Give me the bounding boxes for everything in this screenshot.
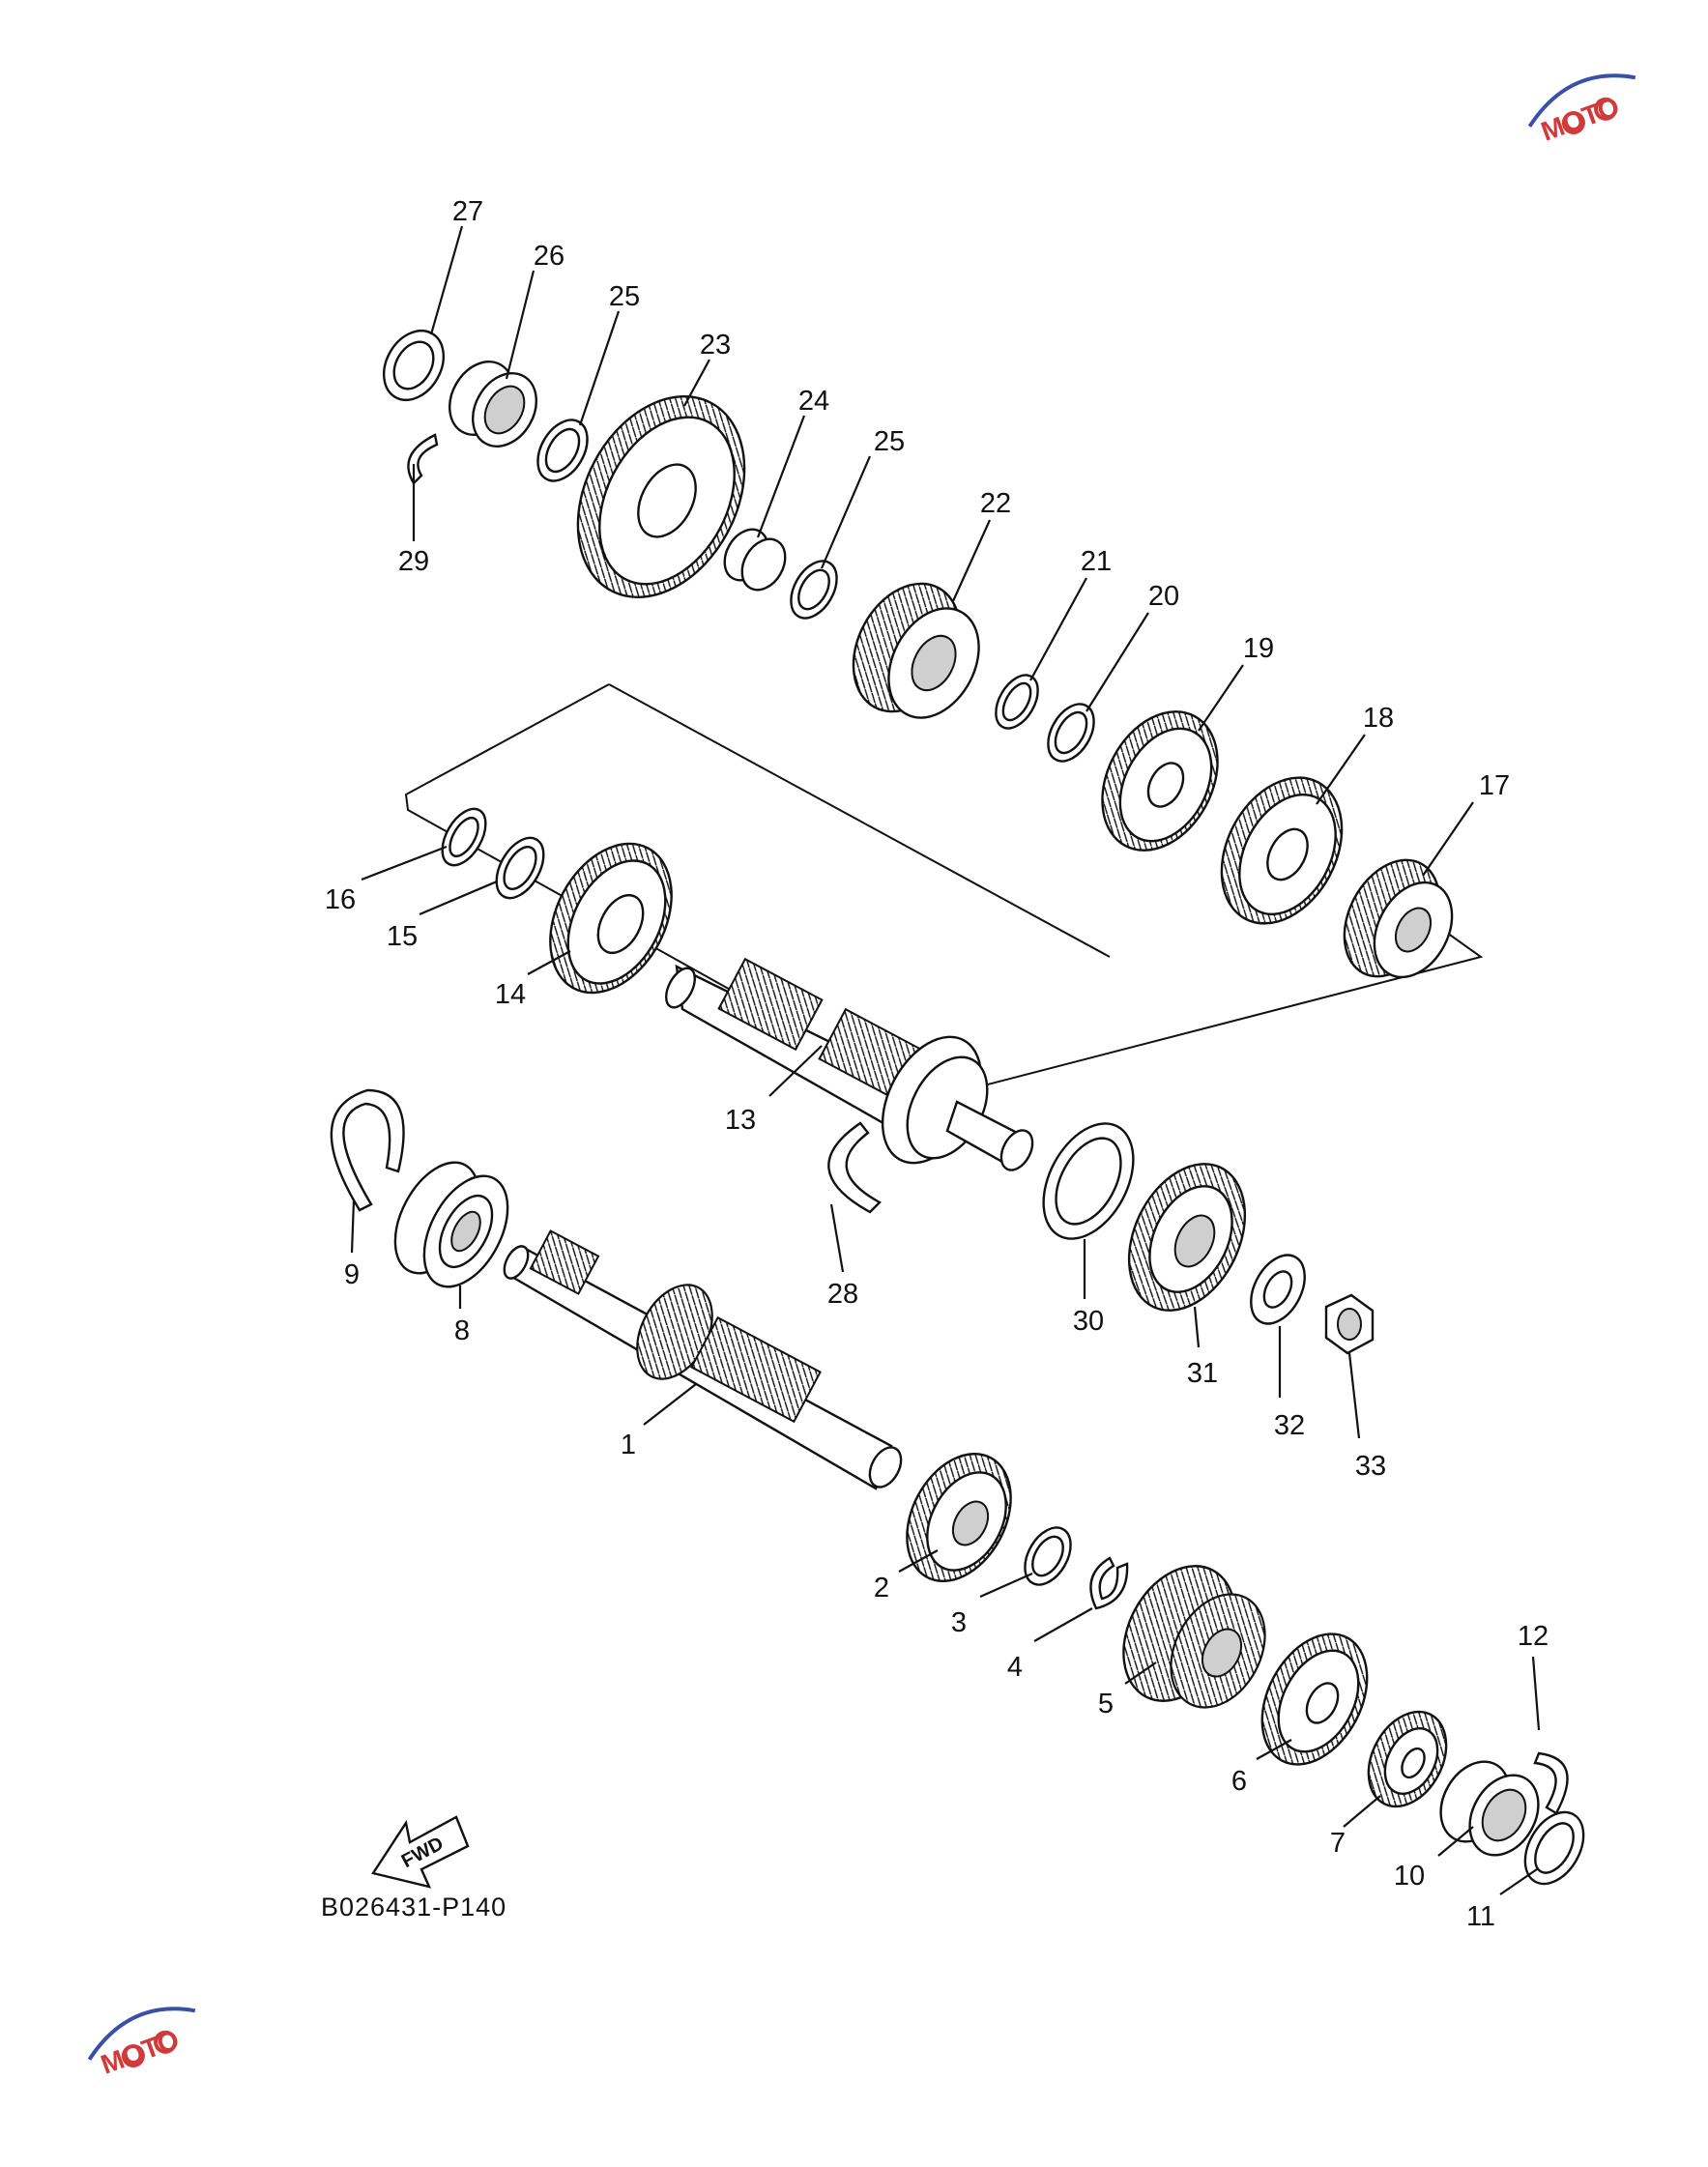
part-9-circlip [330,1088,405,1212]
part-7-gear [1367,1710,1448,1808]
leader-lines [350,225,1541,1895]
callout-8: 8 [454,1315,470,1346]
part-6-gear [1260,1632,1369,1766]
part-33-nut [1324,1293,1375,1355]
callout-3: 3 [951,1607,967,1638]
part-3-washer [1024,1526,1072,1586]
part-25-washer-a [536,419,589,482]
part-11-oil-seal [1523,1810,1585,1886]
part-8-bearing [393,1161,509,1288]
callout-19: 19 [1243,633,1274,664]
part-28-circlip [827,1121,882,1214]
part-32-washer [1250,1254,1306,1325]
part-27-washer [382,330,446,401]
part-17-gear [1343,858,1454,979]
callout-30: 30 [1073,1306,1104,1337]
callout-22: 22 [980,488,1011,519]
callout-10: 10 [1394,1861,1425,1892]
callout-25-b: 25 [874,426,905,457]
callout-9: 9 [344,1259,360,1290]
part-24-collar [723,528,787,592]
part-26-bearing [449,361,537,448]
part-15-washer [495,836,545,900]
callout-23: 23 [700,330,731,361]
callout-12: 12 [1518,1621,1549,1652]
part-4-circlip [1089,1556,1129,1610]
callout-26: 26 [534,241,565,272]
callout-14: 14 [495,979,526,1010]
callout-25-a: 25 [609,281,640,312]
part-22-gear [852,582,980,719]
part-20-circlip [1047,703,1095,763]
watermark-logo-bottom: MOTO [87,2007,196,2080]
callout-7: 7 [1330,1828,1346,1859]
fwd-arrow-icon: FWD [371,1815,470,1889]
part-10-bearing [1439,1760,1540,1857]
part-14-gear [549,842,673,995]
part-12-circlip [1533,1751,1569,1815]
callout-28: 28 [827,1279,858,1310]
diagram-reference-code: B026431-P140 [321,1893,507,1921]
callout-17: 17 [1479,770,1510,801]
callout-20: 20 [1148,581,1179,612]
part-1-countershaft [503,1229,903,1490]
callout-29: 29 [398,546,429,577]
part-13-main-axle [665,957,1034,1171]
callout-15: 15 [387,921,418,952]
callout-2: 2 [874,1573,889,1604]
part-23-gear [576,395,746,598]
callout-21: 21 [1081,546,1112,577]
callout-32: 32 [1274,1410,1305,1441]
callout-27: 27 [452,196,483,227]
part-21-washer [995,674,1039,730]
part-30-washer [1042,1122,1135,1240]
part-2-gear [906,1453,1012,1582]
callout-13: 13 [725,1105,756,1136]
part-25-washer-b [790,560,838,620]
part-5-gear [1122,1565,1266,1709]
countershaft-group-frame [404,683,1484,1102]
watermark-logo-top: MOTO [1527,73,1636,147]
part-31-sprocket [1127,1163,1247,1312]
callout-1: 1 [621,1430,636,1460]
callout-11: 11 [1466,1901,1495,1932]
callout-numbers: 1 2 3 4 5 6 7 8 9 10 11 12 13 14 15 16 1… [325,196,1549,1932]
part-19-gear [1101,710,1219,852]
callout-16: 16 [325,884,356,915]
callout-5: 5 [1098,1689,1114,1719]
callout-24: 24 [798,386,829,417]
callout-18: 18 [1363,703,1394,734]
part-29-circlip [407,433,439,485]
callout-33: 33 [1355,1451,1386,1482]
part-18-gear [1220,776,1344,925]
callout-6: 6 [1231,1766,1247,1797]
part-16-circlip [441,807,487,867]
callout-31: 31 [1187,1358,1218,1389]
callout-4: 4 [1007,1652,1023,1683]
